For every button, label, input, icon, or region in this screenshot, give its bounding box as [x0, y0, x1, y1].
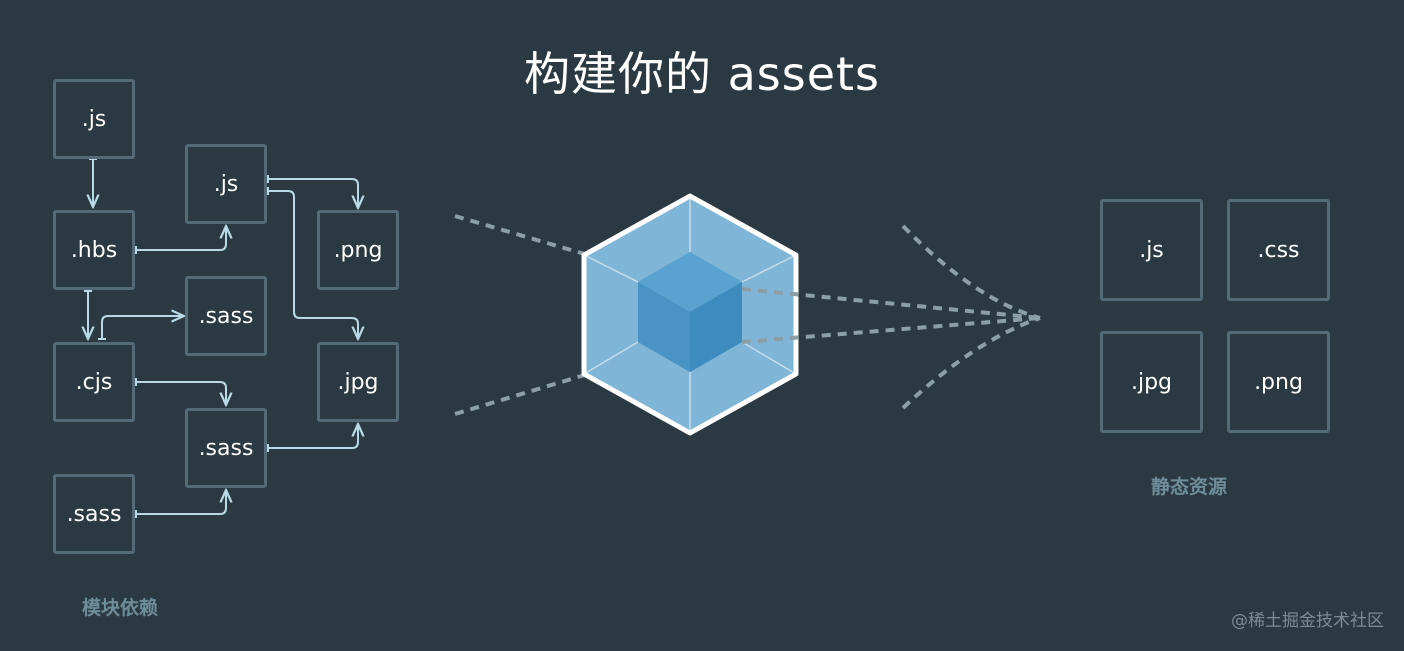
- module-box-sass-1: .sass: [185, 276, 267, 356]
- edge-cjs-to-sass-top: [101, 316, 184, 339]
- module-box-png: .png: [317, 210, 399, 290]
- module-box-jpg: .jpg: [317, 342, 399, 422]
- module-box-hbs: .hbs: [53, 210, 135, 290]
- edge-js-to-png: [268, 178, 358, 208]
- asset-caption: 静态资源: [1151, 476, 1228, 498]
- webpack-cube-icon: [581, 193, 799, 436]
- output-flow-lines: [741, 224, 1041, 410]
- module-caption: 模块依赖: [82, 597, 159, 619]
- module-box-sass-3: .sass: [53, 474, 135, 554]
- asset-box-png: .png: [1227, 331, 1330, 433]
- module-box-cjs: .cjs: [53, 342, 135, 422]
- asset-box-css: .css: [1227, 199, 1330, 301]
- watermark: @稀土掘金技术社区: [1231, 611, 1384, 631]
- edge-hbs-to-js: [136, 226, 226, 251]
- module-box-sass-2: .sass: [185, 408, 267, 488]
- edge-sass-to-jpg: [268, 424, 358, 449]
- asset-box-js: .js: [1100, 199, 1203, 301]
- module-box-js-1: .js: [53, 79, 135, 159]
- edge-sass-to-sass: [136, 490, 226, 515]
- edge-cjs-to-sass-mid: [136, 381, 226, 405]
- asset-box-jpg: .jpg: [1100, 331, 1203, 433]
- page-title: 构建你的 assets: [523, 47, 881, 101]
- edge-js-to-jpg: [268, 190, 358, 339]
- module-box-js-2: .js: [185, 144, 267, 224]
